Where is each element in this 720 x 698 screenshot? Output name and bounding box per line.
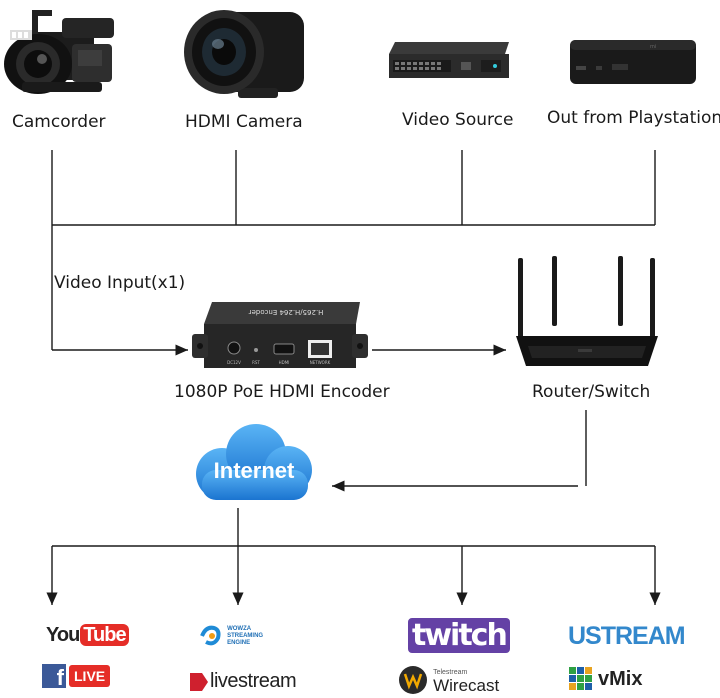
router-label: Router/Switch: [532, 382, 651, 402]
twitch-text: twitch: [408, 618, 510, 653]
vmix-logo: vMix: [568, 666, 642, 692]
wowza-logo: WOWZA STREAMING ENGINE: [200, 624, 263, 648]
ustream-text: USTREAM: [568, 622, 686, 650]
internet-cloud-icon: Internet: [196, 424, 312, 500]
port-network-label: NETWORK: [310, 360, 331, 365]
playstation-label: Out from Playstation: [547, 108, 720, 128]
youtube-you: You: [46, 624, 80, 646]
hdmi-camera-image: [184, 10, 304, 98]
wirecast-name: Wirecast: [433, 676, 500, 695]
wowza-line3: ENGINE: [227, 639, 251, 646]
twitch-logo: twitch: [408, 618, 510, 653]
video-source-image: [389, 42, 509, 78]
video-source-label: Video Source: [402, 110, 514, 130]
livestream-icon: [190, 672, 208, 691]
port-hdmi-label: HDMI: [279, 360, 290, 365]
wowza-line1: WOWZA: [227, 625, 252, 632]
video-input-label: Video Input(x1): [54, 273, 186, 293]
svg-text:mi: mi: [650, 44, 656, 50]
facebook-live-badge: LIVE: [69, 665, 111, 687]
camcorder-label: Camcorder: [12, 112, 106, 132]
hdmi-camera-label: HDMI Camera: [185, 112, 303, 132]
facebook-icon: f: [42, 664, 66, 690]
router-image: [516, 256, 658, 366]
wirecast-logo: Telestream Wirecast: [398, 664, 499, 696]
ustream-logo: USTREAM: [568, 622, 686, 651]
vmix-text: vMix: [598, 667, 643, 690]
port-dc12v-label: DC12V: [227, 360, 241, 365]
wowza-icon: [200, 625, 221, 646]
playstation-image: mi: [570, 40, 696, 84]
livestream-text: livestream: [210, 670, 297, 692]
encoder-image: H.265/H.264 Encoder DC12V RST HDMI NETWO…: [192, 302, 368, 368]
livestream-logo: livestream: [188, 670, 297, 693]
vmix-icon: [569, 667, 592, 690]
camcorder-image: [4, 10, 114, 94]
wirecast-icon: [399, 666, 427, 694]
port-rst-label: RST: [252, 360, 260, 365]
wowza-line2: STREAMING: [227, 632, 264, 639]
youtube-tube: Tube: [80, 624, 129, 646]
encoder-label: 1080P PoE HDMI Encoder: [174, 382, 390, 402]
encoder-panel-text: H.265/H.264 Encoder: [249, 308, 324, 316]
internet-label: Internet: [214, 458, 295, 483]
wirecast-brand: Telestream: [433, 669, 468, 676]
